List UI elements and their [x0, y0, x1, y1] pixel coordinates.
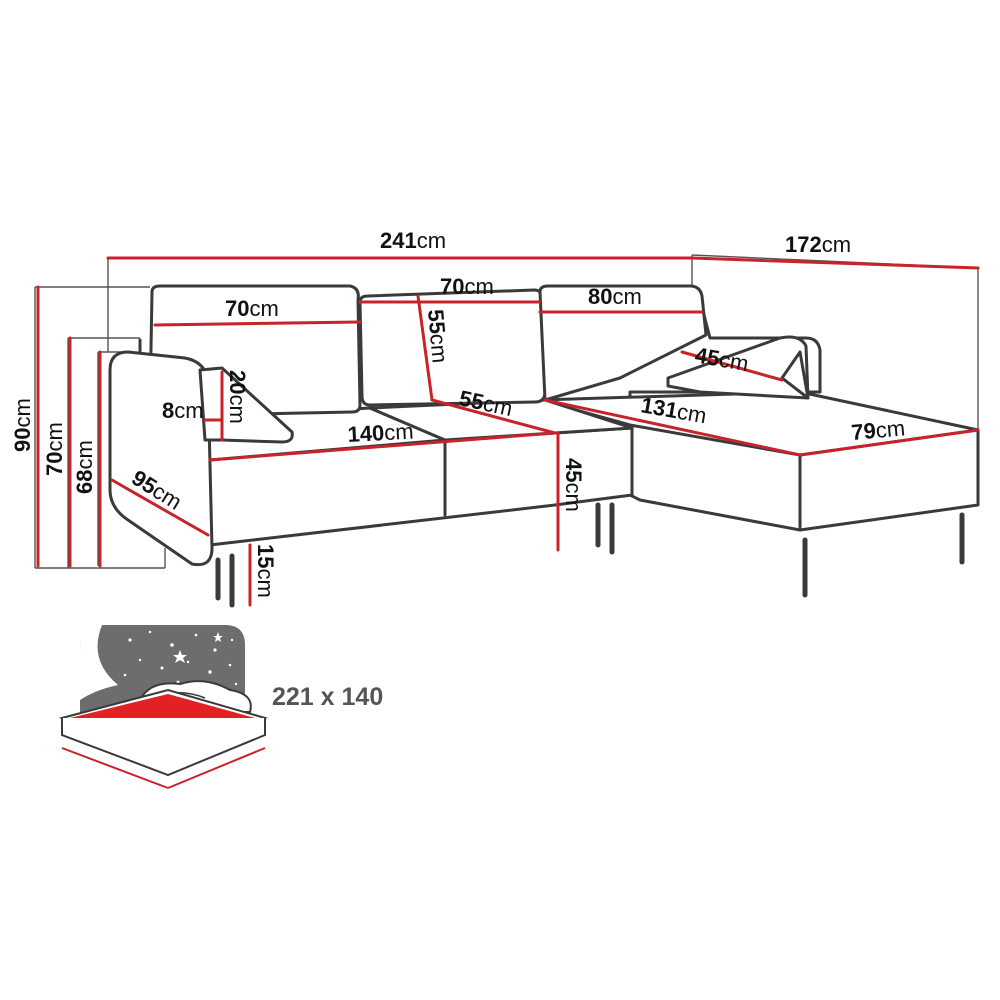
- label-total-width: 241cm: [380, 228, 446, 253]
- label-armrest-height-68: 68cm: [72, 440, 97, 494]
- label-leg-height: 15cm: [253, 544, 278, 598]
- back-cushion-right: [538, 284, 708, 402]
- label-seat-width: 140cm: [347, 419, 414, 447]
- label-seat-height: 45cm: [561, 458, 586, 512]
- bed-size-label: 221 x 140: [272, 683, 383, 711]
- sleeping-function-icon: [58, 625, 268, 789]
- label-seat-depth: 55cm: [457, 385, 515, 421]
- label-cushion-left: 70cm: [225, 296, 279, 321]
- label-armrest-pillow: 20cm: [225, 370, 250, 424]
- label-chaise-width: 79cm: [850, 415, 906, 445]
- label-armrest-height-70: 70cm: [42, 422, 67, 476]
- dimension-lines: [36, 256, 980, 607]
- height-guides: [34, 258, 166, 569]
- label-armrest-width: 8cm: [162, 398, 204, 423]
- label-cushion-right: 80cm: [588, 284, 642, 309]
- label-backrest-height: 55cm: [423, 308, 453, 364]
- label-cushion-middle: 70cm: [440, 274, 494, 299]
- back-cushion-middle: [358, 288, 547, 407]
- label-small-pillow: 45cm: [693, 342, 750, 376]
- armrest: [108, 350, 214, 567]
- sofa-drawing: [108, 284, 980, 608]
- label-total-height: 90cm: [10, 398, 35, 452]
- label-chaise-depth: 172cm: [785, 232, 851, 257]
